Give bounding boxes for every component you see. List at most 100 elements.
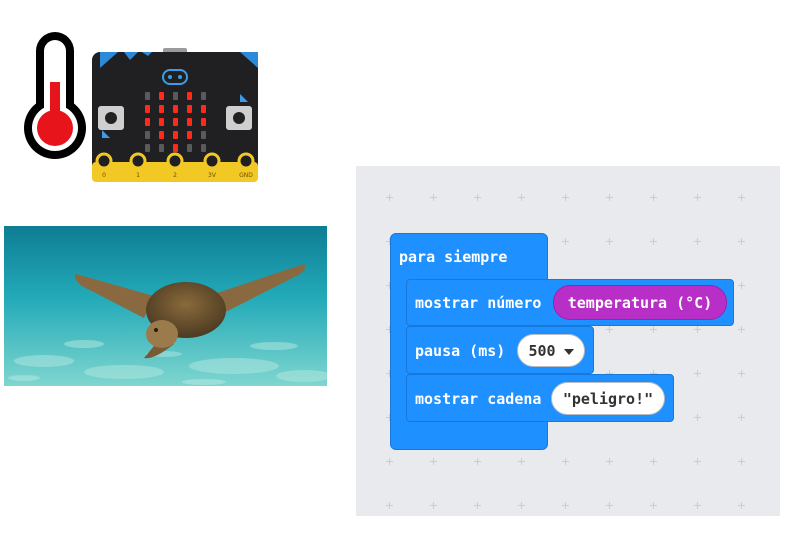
led-pixel <box>159 144 164 152</box>
grid-marker <box>694 502 701 509</box>
led-pixel <box>173 105 178 113</box>
temperature-reporter[interactable]: temperatura (°C) <box>553 285 727 320</box>
led-pixel <box>201 131 206 139</box>
grid-marker <box>738 414 745 421</box>
led-pixel <box>145 118 150 126</box>
led-pixel <box>187 92 192 100</box>
show-number-block[interactable]: mostrar número temperatura (°C) <box>406 279 734 326</box>
led-pixel <box>201 105 206 113</box>
grid-marker <box>518 458 525 465</box>
grid-marker <box>694 458 701 465</box>
pause-value: 500 <box>528 341 556 360</box>
grid-marker <box>606 458 613 465</box>
led-pixel <box>187 105 192 113</box>
grid-marker <box>386 370 393 377</box>
led-pixel <box>145 105 150 113</box>
thermometer-icon <box>24 32 86 159</box>
grid-marker <box>650 194 657 201</box>
grid-marker <box>386 502 393 509</box>
led-pixel <box>145 144 150 152</box>
led-pixel <box>145 131 150 139</box>
grid-marker <box>694 238 701 245</box>
led-pixel <box>187 144 192 152</box>
led-pixel <box>173 131 178 139</box>
pin-hole <box>203 152 221 170</box>
pause-block[interactable]: pausa (ms) 500 <box>406 326 594 374</box>
grid-marker <box>694 414 701 421</box>
led-pixel <box>145 92 150 100</box>
grid-marker <box>386 282 393 289</box>
grid-marker <box>694 370 701 377</box>
pin-hole <box>129 152 147 170</box>
pin-hole <box>237 152 255 170</box>
led-pixel <box>173 118 178 126</box>
show-number-label: mostrar número <box>415 294 542 312</box>
grid-marker <box>518 502 525 509</box>
grid-marker <box>694 194 701 201</box>
led-pixel <box>187 131 192 139</box>
pause-label: pausa (ms) <box>415 342 506 360</box>
forever-label: para siempre <box>399 248 508 266</box>
led-pixel <box>201 118 206 126</box>
led-pixel <box>187 118 192 126</box>
pin-label: 2 <box>173 172 177 179</box>
grid-marker <box>650 458 657 465</box>
string-value: "peligro!" <box>562 389 654 408</box>
led-pixel <box>159 92 164 100</box>
sea-turtle-photo <box>4 226 327 386</box>
pin-hole <box>95 152 113 170</box>
grid-marker <box>562 238 569 245</box>
grid-marker <box>694 326 701 333</box>
grid-marker <box>650 370 657 377</box>
led-pixel <box>201 144 206 152</box>
grid-marker <box>430 194 437 201</box>
grid-marker <box>474 194 481 201</box>
grid-marker <box>474 458 481 465</box>
grid-marker <box>738 370 745 377</box>
grid-marker <box>606 194 613 201</box>
grid-marker <box>386 238 393 245</box>
led-pixel <box>159 118 164 126</box>
grid-marker <box>562 458 569 465</box>
grid-marker <box>738 502 745 509</box>
grid-marker <box>650 326 657 333</box>
pin-label: GND <box>239 172 253 179</box>
pause-value-dropdown[interactable]: 500 <box>517 334 585 367</box>
grid-marker <box>474 502 481 509</box>
grid-marker <box>606 238 613 245</box>
grid-marker <box>606 502 613 509</box>
grid-marker <box>386 414 393 421</box>
grid-marker <box>650 502 657 509</box>
grid-marker <box>562 502 569 509</box>
grid-marker <box>386 326 393 333</box>
grid-marker <box>606 326 613 333</box>
grid-marker <box>518 194 525 201</box>
grid-marker <box>738 458 745 465</box>
grid-marker <box>562 194 569 201</box>
string-value-input[interactable]: "peligro!" <box>551 382 665 415</box>
pin-label: 3V <box>208 172 217 179</box>
chevron-down-icon <box>563 348 574 355</box>
pin-label: 0 <box>102 172 106 179</box>
grid-marker <box>738 326 745 333</box>
pin-hole <box>166 152 184 170</box>
led-pixel <box>173 92 178 100</box>
grid-marker <box>738 282 745 289</box>
code-workspace[interactable]: para siempre mostrar número temperatura … <box>356 166 780 516</box>
grid-marker <box>738 238 745 245</box>
grid-marker <box>606 370 613 377</box>
led-pixel <box>201 92 206 100</box>
grid-marker <box>430 458 437 465</box>
grid-marker <box>386 458 393 465</box>
grid-marker <box>430 502 437 509</box>
grid-marker <box>738 194 745 201</box>
temperature-label: temperatura (°C) <box>567 293 713 312</box>
led-pixel <box>159 131 164 139</box>
show-string-label: mostrar cadena <box>415 390 542 408</box>
led-pixel <box>159 105 164 113</box>
grid-marker <box>386 194 393 201</box>
grid-marker <box>650 238 657 245</box>
show-string-block[interactable]: mostrar cadena "peligro!" <box>406 374 674 422</box>
led-pixel <box>173 144 178 152</box>
